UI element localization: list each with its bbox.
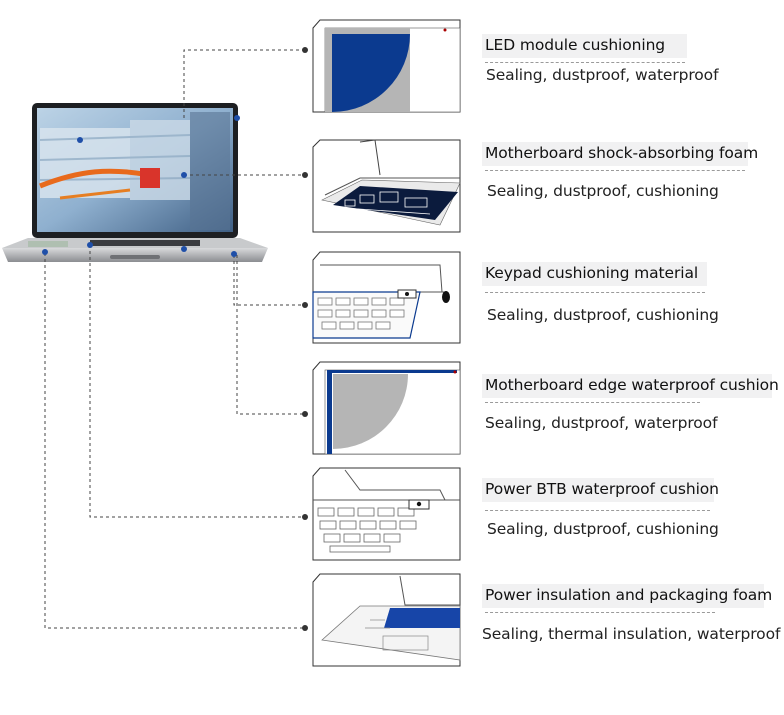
title-bg-1 xyxy=(482,34,687,58)
battery-cells xyxy=(39,112,230,230)
component-subtitle-motherboard: Sealing, dustproof, cushioning xyxy=(487,182,719,200)
component-title-led: LED module cushioning xyxy=(485,36,666,54)
component-subtitle-btb: Sealing, dustproof, cushioning xyxy=(487,520,719,538)
connector-keypad xyxy=(233,255,305,306)
component-subtitle-power: Sealing, thermal insulation, waterproof xyxy=(482,625,781,643)
connector-dots xyxy=(302,47,308,631)
title-bg-6 xyxy=(482,584,764,608)
laptop-illustration xyxy=(2,103,268,262)
component-title-motherboard: Motherboard shock-absorbing foam xyxy=(485,144,759,162)
connector-lines xyxy=(44,49,305,629)
thumb-motherboard-edge xyxy=(312,361,461,455)
divider-4 xyxy=(485,402,700,403)
divider-5 xyxy=(485,510,710,511)
title-bg-2 xyxy=(482,142,748,166)
connector-btb xyxy=(89,245,305,518)
component-subtitle-edge: Sealing, dustproof, waterproof xyxy=(485,414,718,432)
connector-edge xyxy=(236,255,305,415)
component-subtitle-keypad: Sealing, dustproof, cushioning xyxy=(487,306,719,324)
divider-6 xyxy=(485,612,715,613)
component-subtitle-led: Sealing, dustproof, waterproof xyxy=(486,66,719,84)
connector-led xyxy=(183,49,305,118)
component-title-edge: Motherboard edge waterproof cushion xyxy=(485,376,779,394)
thumb-power-insulation xyxy=(312,573,461,667)
laptop-anchor-dots xyxy=(42,115,240,257)
title-bg-5 xyxy=(482,478,714,502)
component-title-btb: Power BTB waterproof cushion xyxy=(485,480,719,498)
thumb-keypad xyxy=(312,251,461,344)
divider-1 xyxy=(485,62,685,63)
component-title-power: Power insulation and packaging foam xyxy=(485,586,773,604)
divider-3 xyxy=(485,292,705,293)
thumb-motherboard xyxy=(312,139,461,233)
thumb-led-module xyxy=(312,19,461,113)
divider-2 xyxy=(485,170,745,171)
title-bg-3 xyxy=(482,262,707,286)
title-bg-4 xyxy=(482,374,772,398)
component-title-keypad: Keypad cushioning material xyxy=(485,264,699,282)
connector-power xyxy=(44,253,305,629)
thumb-power-btb xyxy=(312,467,461,561)
